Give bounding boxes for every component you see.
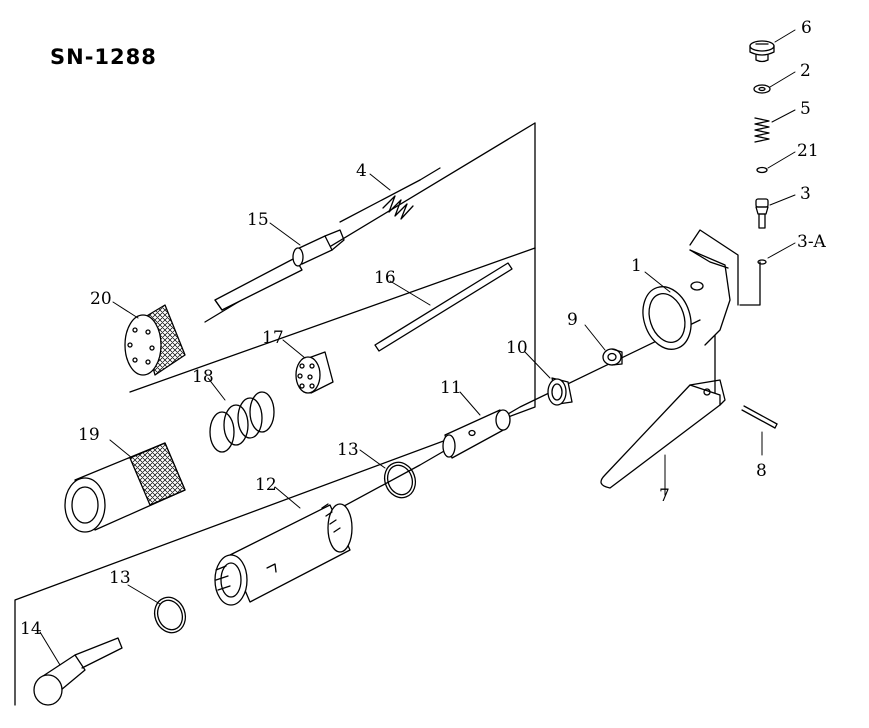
assembly-frame [14, 122, 761, 706]
part-8-pin [741, 405, 778, 429]
callout-7: 7 [659, 486, 670, 506]
callout-18: 18 [192, 367, 214, 387]
part-12-barrel [214, 503, 353, 606]
leader-lines [39, 29, 796, 666]
part-21-ring [756, 166, 768, 174]
part-17-guide [295, 351, 334, 394]
callout-8: 8 [756, 461, 767, 481]
callout-labels: 6 2 5 21 3 3-A 1 9 10 11 13 12 13 14 4 1… [20, 18, 827, 639]
part-14-plunger [33, 637, 123, 706]
callout-1: 1 [631, 256, 642, 276]
part-7-lever [600, 379, 726, 489]
part-11-piston [442, 409, 511, 459]
part-5-spring [754, 117, 770, 143]
callout-14: 14 [20, 619, 42, 639]
part-4-spring [382, 195, 414, 220]
part-13-oring-upper [383, 461, 417, 499]
callout-2: 2 [800, 61, 811, 81]
part-3a [757, 259, 767, 265]
callout-17: 17 [262, 328, 284, 348]
callout-11: 11 [440, 378, 462, 398]
callout-4: 4 [356, 161, 367, 181]
callout-13-upper: 13 [337, 440, 359, 460]
part-16-rod [374, 262, 513, 352]
callout-12: 12 [255, 475, 277, 495]
callout-19: 19 [78, 425, 100, 445]
part-20-chuck [124, 304, 186, 376]
part-13-oring-lower [153, 596, 187, 634]
model-title: SN-1288 [50, 45, 157, 69]
callout-3: 3 [800, 184, 811, 204]
callout-9: 9 [567, 310, 578, 330]
part-10-cup [547, 377, 573, 406]
callout-16: 16 [374, 268, 396, 288]
part-2-washer [753, 84, 771, 94]
part-6-cap [749, 40, 775, 63]
callout-6: 6 [801, 18, 812, 38]
part-3-valve [755, 198, 769, 229]
callout-20: 20 [90, 289, 112, 309]
callout-3a: 3-A [797, 232, 827, 252]
callout-13-lower: 13 [109, 568, 131, 588]
callout-21: 21 [797, 141, 819, 161]
part-1-housing [642, 249, 731, 350]
part-18-coil [209, 391, 275, 453]
part-19-sleeve [64, 442, 186, 533]
part-9-nut [602, 348, 623, 366]
part-15-chisel [214, 229, 345, 311]
callout-10: 10 [506, 338, 528, 358]
callout-15: 15 [247, 210, 269, 230]
callout-5: 5 [800, 99, 811, 119]
